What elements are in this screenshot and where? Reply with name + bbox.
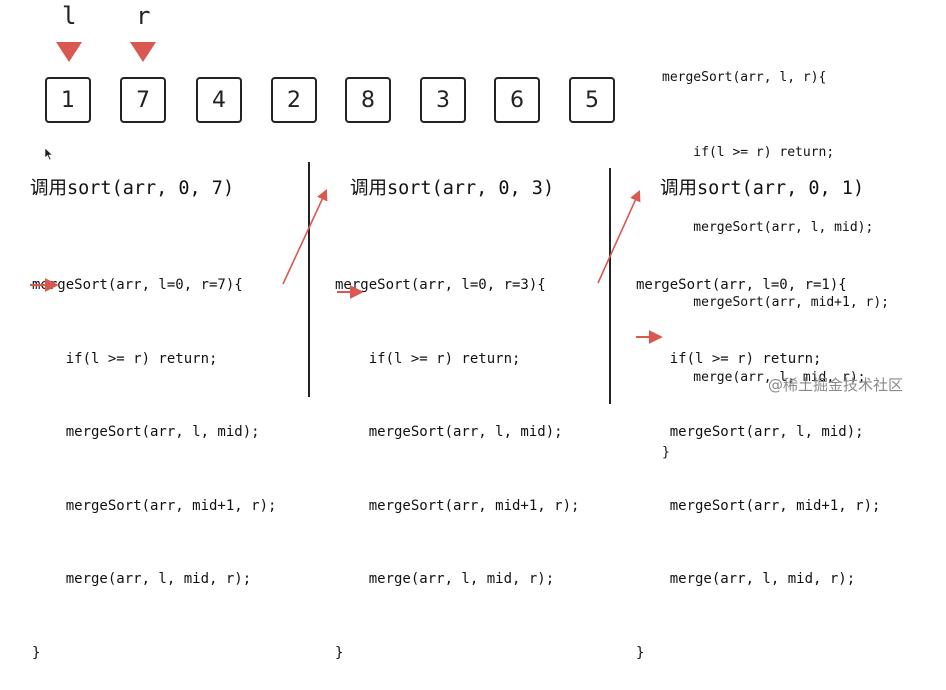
pointer-r-label: r: [136, 2, 151, 30]
code-line: mergeSort(arr, l, mid);: [335, 424, 563, 440]
array-cell-4: 8: [345, 77, 391, 123]
code-line: if(l >= r) return;: [636, 350, 822, 367]
arrows-overlay: [30, 188, 663, 344]
code-line: merge(arr, l, mid, r);: [636, 571, 856, 587]
array-cell-5: 3: [420, 77, 466, 123]
panel-2-heading: 调用sort(arr, 0, 3): [350, 174, 554, 200]
panel-divider: [308, 162, 310, 397]
code-line: mergeSort(arr, l=0, r=3){: [335, 277, 546, 293]
code-line: mergeSort(arr, l, r){: [662, 70, 827, 85]
code-line: merge(arr, l, mid, r);: [32, 571, 252, 587]
code-line: mergeSort(arr, l, mid);: [662, 220, 874, 235]
pointer-r-marker: [130, 42, 156, 62]
heading-cjk: 调用: [30, 178, 68, 199]
array-cell-1: 7: [120, 77, 166, 123]
array-cell-6: 6: [494, 77, 540, 123]
heading-call: sort(arr, 0, 1): [697, 178, 865, 199]
heading-call: sort(arr, 0, 7): [67, 178, 235, 199]
pointer-l-label: l: [62, 2, 77, 30]
recursion-arrow-icon: [282, 188, 328, 285]
code-line: mergeSort(arr, mid+1, r);: [662, 295, 889, 310]
code-line: mergeSort(arr, mid+1, r);: [636, 497, 881, 514]
panel-1-heading: 调用sort(arr, 0, 7): [30, 174, 234, 200]
pointer-l-marker: [56, 42, 82, 62]
code-line: }: [32, 644, 41, 661]
code-line: merge(arr, l, mid, r);: [662, 370, 866, 385]
panel-3-heading: 调用sort(arr, 0, 1): [660, 174, 864, 200]
code-line: merge(arr, l, mid, r);: [335, 571, 555, 587]
code-line: mergeSort(arr, l, mid);: [32, 424, 260, 440]
array-cell-0: 1: [45, 77, 91, 123]
code-line: }: [636, 644, 645, 661]
heading-call: sort(arr, 0, 3): [387, 178, 555, 199]
array-cell-3: 2: [271, 77, 317, 123]
code-line: mergeSort(arr, mid+1, r);: [32, 497, 277, 514]
mouse-cursor-icon: [44, 147, 54, 161]
code-line: if(l >= r) return;: [335, 350, 521, 367]
code-line: mergeSort(arr, l=0, r=7){: [32, 277, 243, 293]
array-cell-7: 5: [569, 77, 615, 123]
watermark-text: @稀土掘金技术社区: [768, 376, 904, 394]
heading-cjk: 调用: [350, 178, 388, 199]
reference-code-block: mergeSort(arr, l, r){ if(l >= r) return;…: [662, 15, 889, 490]
heading-cjk: 调用: [660, 178, 698, 199]
code-line: mergeSort(arr, mid+1, r);: [335, 497, 580, 514]
code-line: mergeSort(arr, l=0, r=1){: [636, 277, 847, 293]
code-line: mergeSort(arr, l, mid);: [636, 424, 864, 440]
recursion-arrow-icon: [597, 189, 641, 284]
panel-divider: [609, 168, 611, 404]
code-line: }: [335, 644, 344, 661]
code-line: if(l >= r) return;: [32, 350, 218, 367]
code-line: if(l >= r) return;: [662, 145, 835, 160]
array-cell-2: 4: [196, 77, 242, 123]
